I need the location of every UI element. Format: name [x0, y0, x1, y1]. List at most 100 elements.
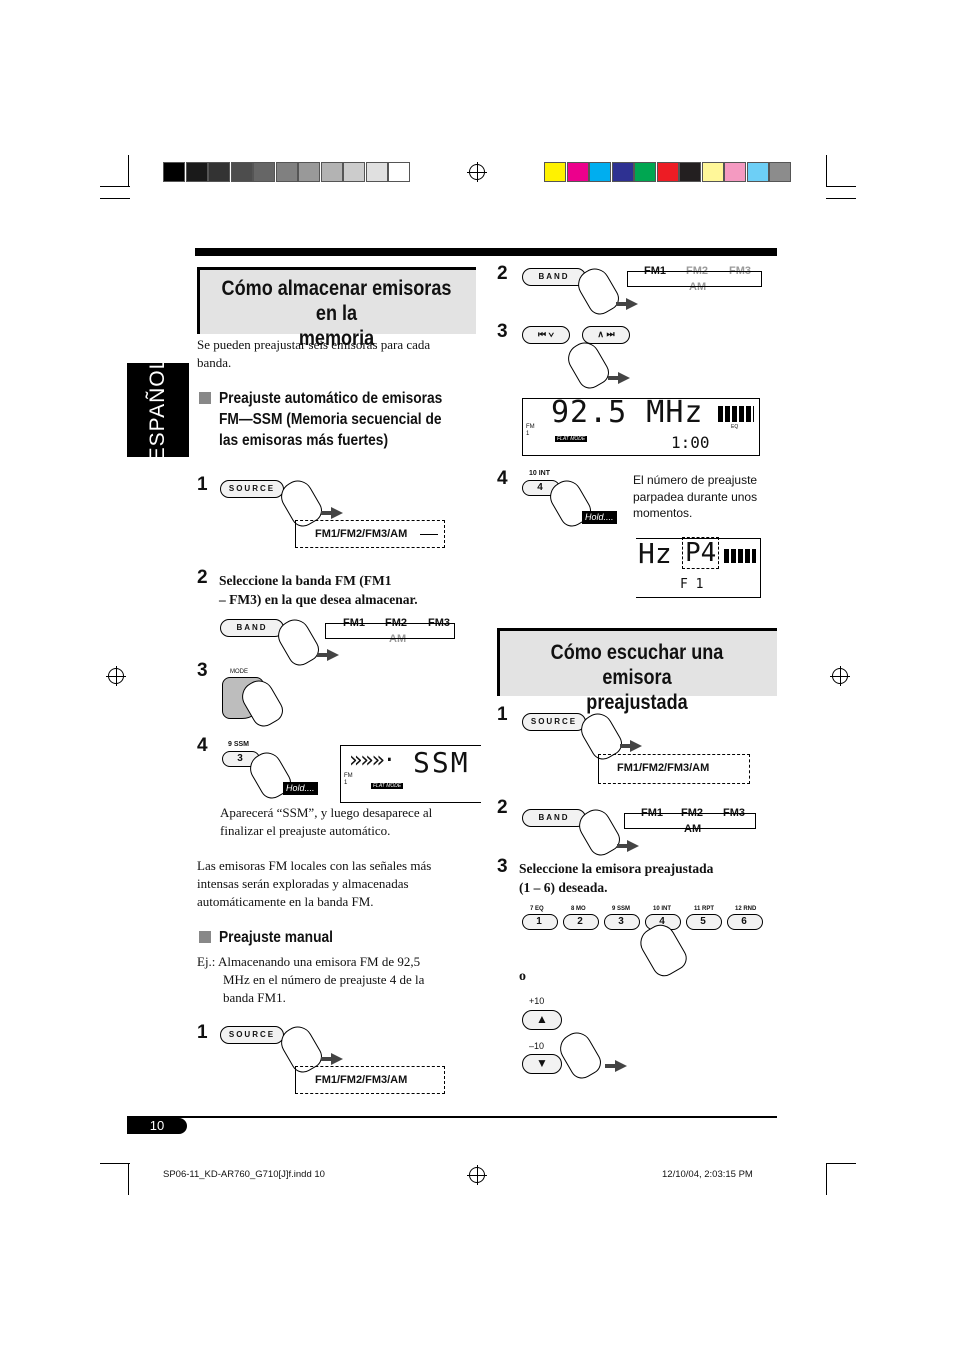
gray-swatch: [253, 162, 275, 182]
lcd-display: Hz P4 F 1: [636, 537, 761, 598]
source-button[interactable]: SOURCE: [220, 480, 284, 498]
step-instruction-line: (1 – 6) deseada.: [519, 880, 608, 895]
crop-mark: [100, 198, 130, 199]
crop-mark: [826, 198, 856, 199]
page-number: 10: [127, 1118, 187, 1134]
seek-back-button[interactable]: ⏮ ∨: [522, 326, 570, 344]
step-number: 1: [497, 704, 508, 725]
crop-mark: [826, 155, 827, 187]
lcd-band-number: 1: [344, 780, 348, 786]
band-button[interactable]: BAND: [522, 809, 586, 827]
step-instruction-line: – FM3) en la que desea almacenar.: [219, 592, 418, 607]
lcd-fm: FM: [526, 424, 535, 430]
lcd-band-number: 1: [526, 431, 530, 437]
color-swatch: [701, 162, 724, 182]
step-number: 3: [197, 660, 208, 681]
preset-1-button[interactable]: 1: [522, 914, 558, 930]
color-swatch: [566, 162, 589, 182]
lcd-frequency: 92.5 MHz: [551, 395, 704, 430]
manual-example-line: Ej.: Almacenando una emisora FM de 92,5: [197, 954, 421, 969]
cycle-loop: [295, 1066, 445, 1094]
section-title-box: [197, 267, 476, 334]
lcd-ssm: SSM: [413, 746, 470, 779]
lcd-band: F 1: [680, 577, 704, 592]
crop-mark: [826, 1163, 856, 1164]
down-button[interactable]: ▼: [522, 1054, 562, 1074]
section-title-line: Cómo almacenar emisoras en la: [221, 277, 452, 325]
gray-swatch: [320, 162, 343, 182]
step-number: 2: [197, 567, 208, 588]
arrow-right-icon: [321, 507, 343, 519]
step-number: 1: [197, 1022, 208, 1043]
lcd-clock: 1:00: [671, 433, 710, 452]
crop-mark: [826, 186, 856, 187]
finger-press-icon: [554, 1027, 606, 1083]
preset-2-button[interactable]: 2: [563, 914, 599, 930]
arrow-right-icon: [616, 298, 638, 310]
arrow-right-icon: [317, 649, 339, 661]
gray-swatch: [275, 162, 298, 182]
mode-label: MODE: [230, 669, 248, 675]
seek-forward-button[interactable]: ∧ ⏭: [582, 326, 630, 344]
finger-press-icon: [562, 337, 614, 393]
manual-example: Ej.: Almacenando una emisora FM de 92,5 …: [197, 953, 477, 1007]
step-number: 1: [197, 474, 208, 495]
preset-label: 10 INT: [529, 470, 551, 477]
bullet-square-icon: [199, 392, 211, 404]
hold-label: Hold....: [582, 511, 617, 524]
source-button[interactable]: SOURCE: [220, 1026, 284, 1044]
preset-label: 10 INT: [653, 906, 672, 912]
color-swatch: [769, 162, 791, 182]
heading-line: FM—SSM (Memoria secuencial de: [219, 411, 442, 428]
preset-label: 11 RPT: [694, 906, 715, 912]
section-title: Cómo almacenar emisoras en la memoria: [217, 276, 457, 351]
heading-line: las emisoras más fuertes): [219, 432, 389, 449]
cycle-am: AM: [389, 633, 407, 645]
cycle-am: AM: [689, 281, 707, 293]
arrow-right-icon: [605, 1060, 627, 1072]
preset-label: 12 RND: [735, 906, 757, 912]
lcd-eq: EQ: [731, 424, 739, 430]
lcd-display: 92.5 MHz FM 1 FLAT MODE 1:00 EQ: [522, 395, 760, 456]
preset-label: 9 SSM: [612, 906, 631, 912]
or-label: o: [519, 969, 526, 984]
registration-mark-icon: [467, 162, 487, 182]
ssm-note-line: finalizar el preajuste automático.: [220, 823, 391, 838]
lcd-hz: Hz: [638, 537, 672, 570]
crop-mark: [100, 1163, 130, 1164]
language-tab-label: ESPAÑOL: [146, 356, 169, 462]
color-swatch: [656, 162, 679, 182]
section-title-line: preajustada: [586, 691, 688, 714]
up-button[interactable]: ▲: [522, 1010, 562, 1030]
step-instruction: Seleccione la banda FM (FM1 – FM3) en la…: [219, 571, 479, 609]
fm-local-line: Las emisoras FM locales con las señales …: [197, 858, 432, 873]
preset-label: 9 SSM: [228, 741, 250, 748]
preset-blink-note-line: parpadea durante unos: [633, 489, 758, 504]
preset-3-button[interactable]: 3: [604, 914, 640, 930]
step-number: 2: [497, 263, 508, 284]
preset-6-button[interactable]: 6: [727, 914, 763, 930]
cycle-loop: [598, 754, 750, 784]
color-swatch: [724, 162, 746, 182]
section-title: Cómo escuchar una emisora preajustada: [517, 640, 758, 715]
step-instruction-line: Seleccione la emisora preajustada: [519, 861, 714, 876]
color-swatch: [634, 162, 656, 182]
plus10-label: +10: [529, 996, 545, 1006]
lcd-arrows: »»»·: [349, 748, 396, 773]
step-number: 4: [197, 735, 208, 756]
color-swatch: [679, 162, 701, 182]
fm-local-line: automáticamente en la banda FM.: [197, 894, 374, 909]
band-button[interactable]: BAND: [522, 268, 586, 286]
band-button[interactable]: BAND: [220, 619, 284, 637]
color-swatch: [746, 162, 769, 182]
step-number: 2: [497, 797, 508, 818]
crop-mark: [128, 1163, 129, 1195]
cycle-loop: [325, 623, 455, 639]
source-button[interactable]: SOURCE: [522, 713, 586, 731]
language-tab: [127, 363, 189, 457]
preset-label: 7 EQ: [530, 906, 544, 912]
preset-5-button[interactable]: 5: [686, 914, 722, 930]
lcd-eq-meter-icon: [724, 549, 756, 563]
finger-press-icon: [634, 919, 692, 981]
gray-swatch: [298, 162, 320, 182]
